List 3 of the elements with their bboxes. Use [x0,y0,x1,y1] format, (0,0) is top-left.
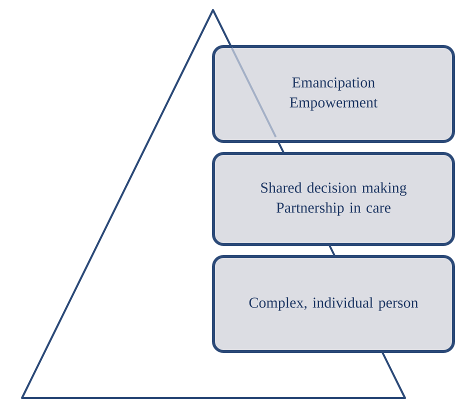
text-box: Shared decision making Partnership in care [212,152,455,246]
text-box: Emancipation Empowerment [212,45,455,143]
text-box: Complex, individual person [212,255,455,353]
